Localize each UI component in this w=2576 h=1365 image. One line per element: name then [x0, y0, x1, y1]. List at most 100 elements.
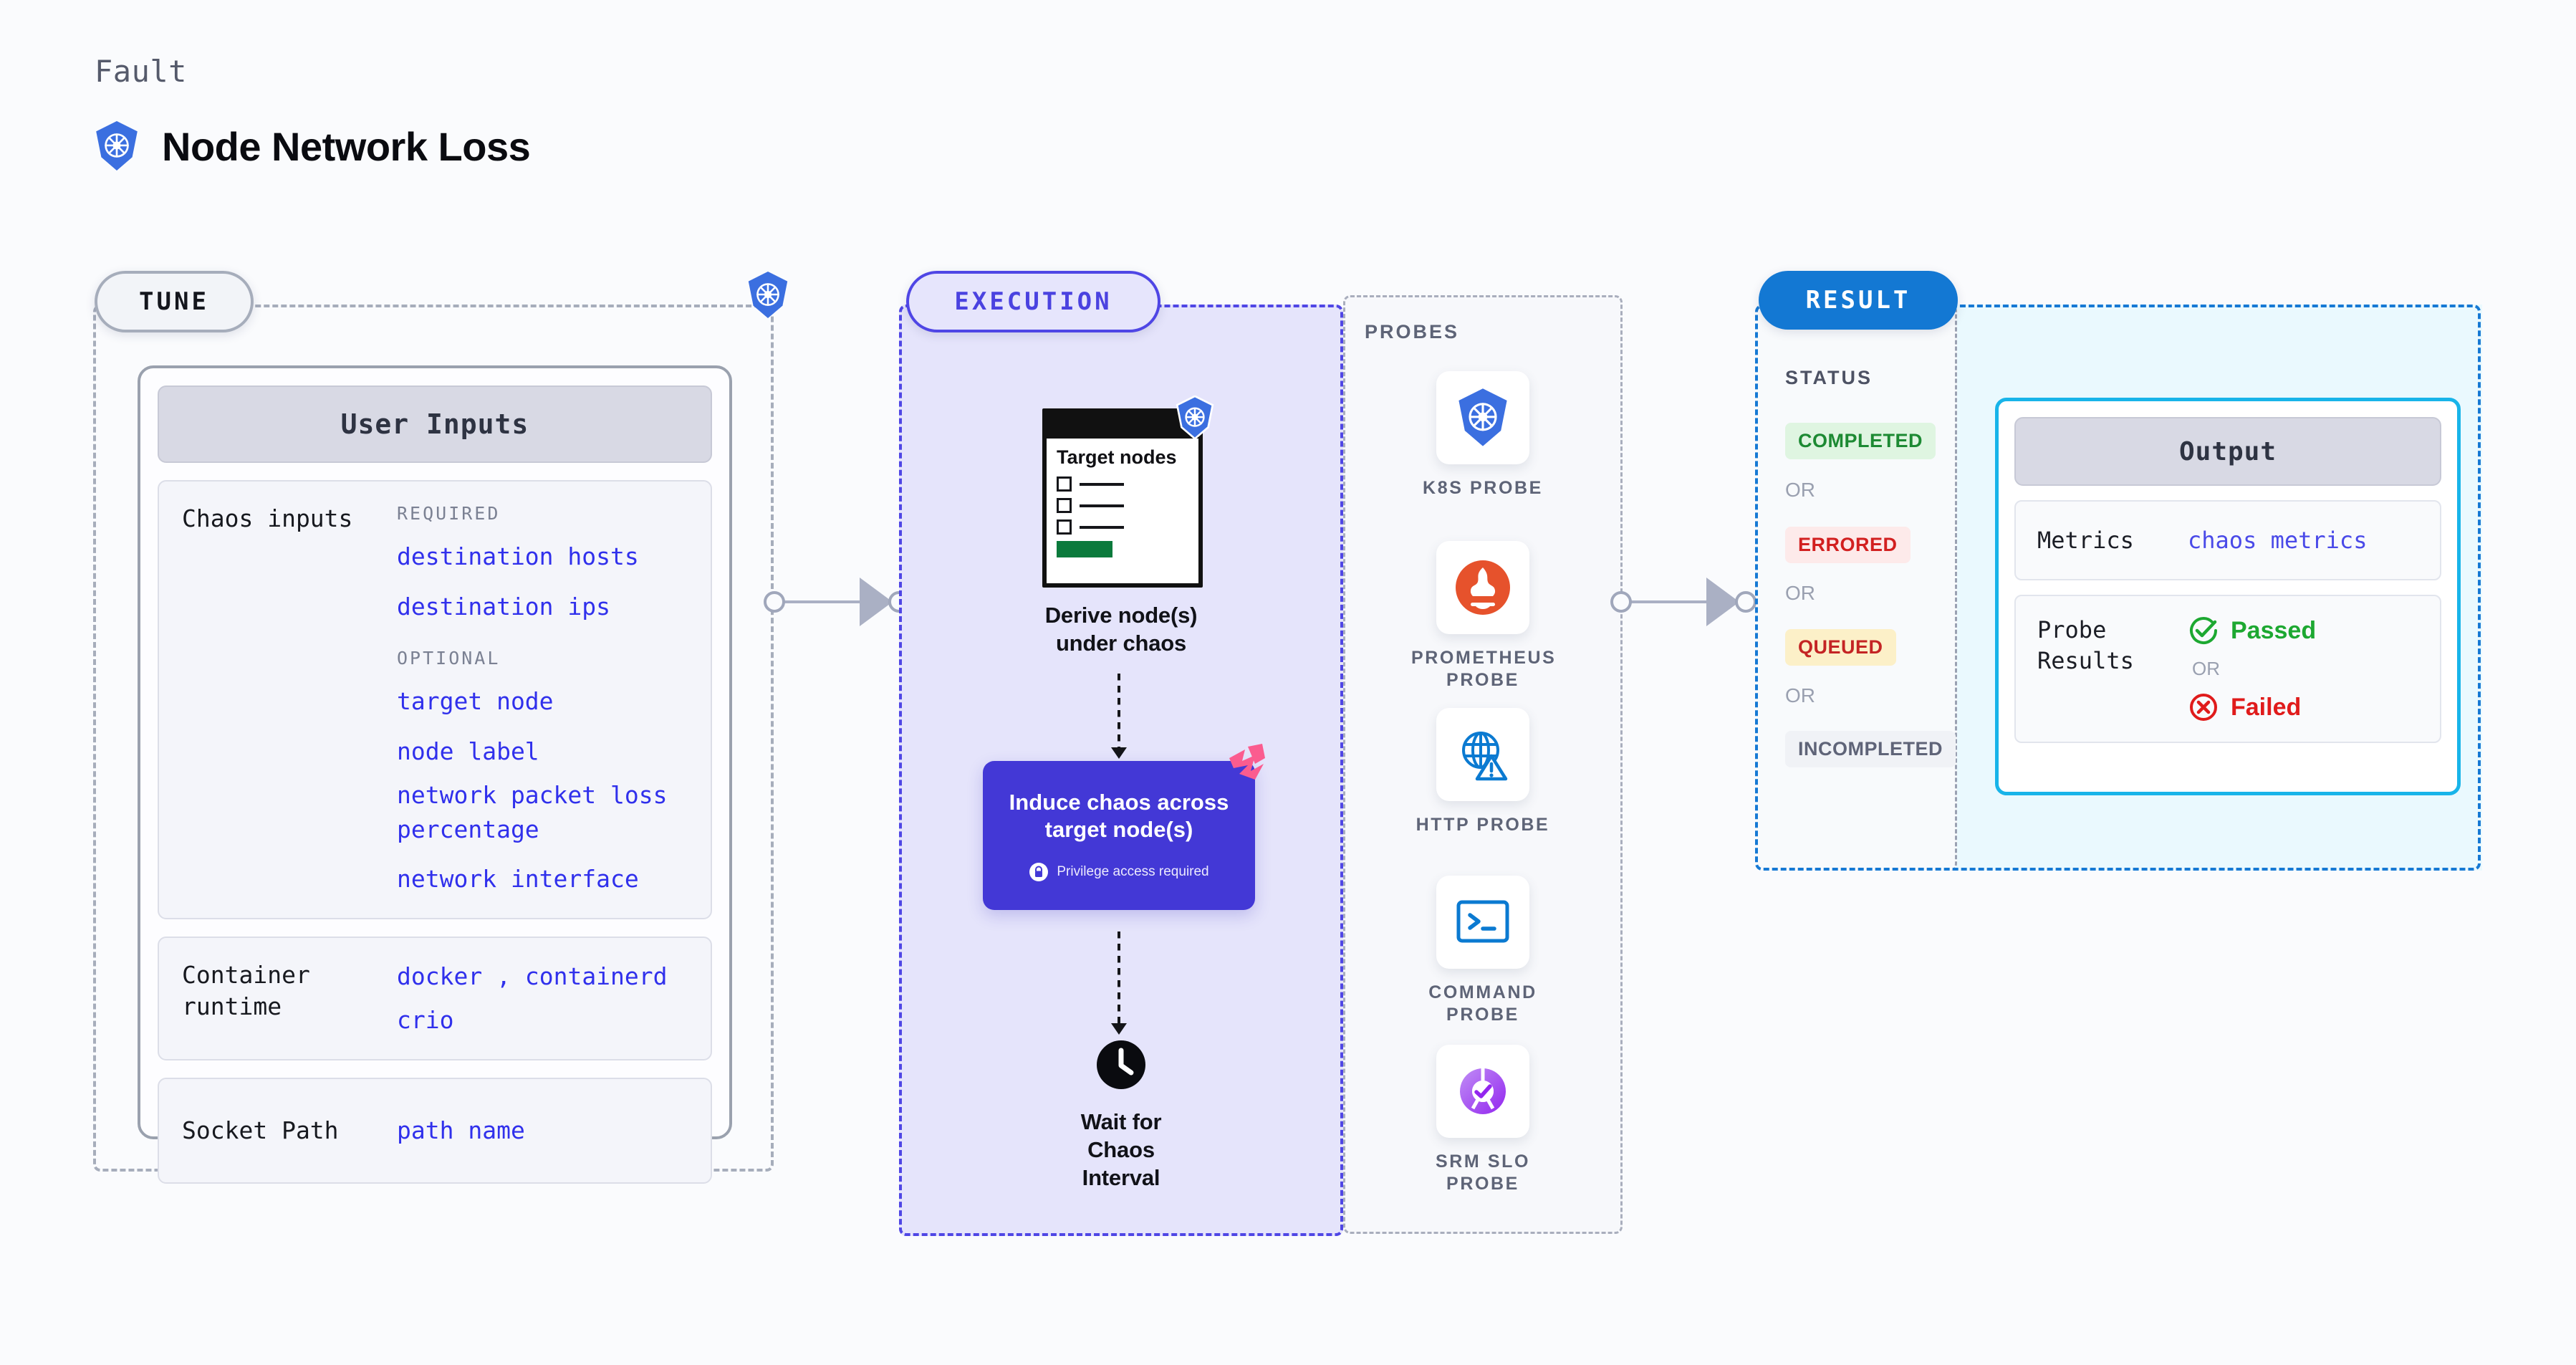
probe-k8s[interactable]: K8S PROBE	[1411, 371, 1554, 499]
placeholder-line	[1080, 525, 1124, 529]
probe-tile	[1436, 541, 1529, 634]
probes-title: PROBES	[1365, 321, 1460, 343]
user-inputs-card: User Inputs Chaos inputs REQUIRED destin…	[138, 365, 732, 1184]
status-or-1: OR	[1785, 479, 1815, 501]
probe-tile	[1436, 371, 1529, 464]
failed-label: Failed	[2231, 693, 2302, 721]
connector-dot-start-1	[764, 591, 785, 613]
kubernetes-border-icon	[748, 271, 788, 319]
container-runtime-row: Container runtime docker , containerd cr…	[158, 936, 712, 1060]
target-nodes-card: Target nodes	[1042, 396, 1214, 588]
runtime-docker[interactable]: docker	[397, 962, 483, 990]
flow-arrow-1	[1111, 674, 1127, 759]
page-title: Node Network Loss	[162, 123, 531, 169]
placeholder-line	[1080, 504, 1124, 507]
output-card: Output Metrics chaos metrics Probe Resul…	[1995, 398, 2461, 795]
probe-command[interactable]: COMMAND PROBE	[1411, 876, 1554, 1027]
socket-path-value[interactable]: path name	[397, 1116, 525, 1144]
privilege-note-text: Privilege access required	[1057, 863, 1209, 879]
probe-srm-slo[interactable]: SRM SLO PROBE	[1411, 1045, 1554, 1196]
probe-result-or: OR	[2192, 658, 2220, 679]
placeholder-line	[1080, 482, 1124, 486]
probe-tile	[1436, 708, 1529, 801]
input-destination-hosts[interactable]: destination hosts	[397, 542, 639, 570]
target-checkbox-row	[1057, 498, 1188, 514]
check-circle-icon	[2190, 617, 2217, 645]
optional-tag: OPTIONAL	[397, 648, 501, 669]
kubernetes-icon	[1458, 388, 1507, 446]
flow-arrow-2	[1111, 931, 1127, 1035]
probe-label: SRM SLO PROBE	[1435, 1151, 1531, 1194]
kubernetes-logo-icon	[96, 121, 138, 171]
kubernetes-badge-icon	[1176, 396, 1214, 440]
induce-chaos-title: Induce chaos across target node(s)	[1009, 790, 1229, 842]
socket-path-values: path name	[397, 1113, 688, 1148]
probe-prometheus[interactable]: PROMETHEUS PROBE	[1411, 541, 1554, 692]
result-badge[interactable]: RESULT	[1759, 271, 1958, 330]
status-badge-completed: COMPLETED	[1785, 423, 1936, 459]
metrics-value[interactable]: chaos metrics	[2188, 527, 2368, 554]
target-card-title: Target nodes	[1057, 446, 1177, 468]
probe-result-passed: Passed	[2188, 615, 2316, 646]
derive-nodes-node: Target nodes Derive node(s) under chaos	[1042, 396, 1214, 658]
connector-tune-execution	[775, 600, 897, 603]
chaos-inputs-label: Chaos inputs	[182, 504, 353, 532]
input-target-node[interactable]: target node	[397, 687, 554, 716]
checkbox-icon	[1057, 519, 1072, 535]
target-card-titlebar	[1047, 413, 1198, 439]
runtime-crio[interactable]: crio	[397, 1006, 454, 1035]
flow-arrow-head	[1111, 747, 1127, 759]
target-checkbox-row	[1057, 519, 1188, 535]
probe-result-failed: Failed	[2188, 691, 2316, 723]
connector-arrowhead-2	[1706, 578, 1739, 626]
probe-tile	[1436, 1045, 1529, 1138]
status-badge-errored: ERRORED	[1785, 527, 1911, 563]
metrics-row: Metrics chaos metrics	[2014, 500, 2441, 580]
probe-results-label: Probe Results	[2037, 616, 2134, 674]
input-network-interface[interactable]: network interface	[397, 865, 639, 894]
target-card-body: Target nodes	[1047, 439, 1198, 566]
socket-path-row: Socket Path path name	[158, 1077, 712, 1184]
connector-dot-end-2	[1735, 591, 1756, 613]
status-subpanel	[1756, 305, 1957, 871]
container-runtime-label: Container runtime	[182, 960, 310, 1020]
clock-icon	[1097, 1040, 1145, 1089]
page-title-row: Node Network Loss	[93, 120, 531, 172]
status-badge-queued: QUEUED	[1785, 629, 1896, 666]
probe-results-row: Probe Results Passed OR Failed	[2014, 595, 2441, 743]
output-title: Output	[2014, 417, 2441, 486]
tune-badge[interactable]: TUNE	[95, 271, 254, 332]
green-status-bar	[1057, 541, 1112, 558]
prometheus-icon	[1456, 560, 1510, 615]
status-title: STATUS	[1785, 367, 1873, 388]
flow-arrow-line	[1118, 931, 1120, 1025]
container-runtime-values: docker , containerd crio	[397, 959, 688, 1038]
probe-tile	[1436, 876, 1529, 969]
input-network-packet-loss-percentage[interactable]: network packet loss percentage	[397, 781, 668, 843]
harness-corner-icon	[1229, 744, 1265, 780]
status-badge-incompleted: INCOMPLETED	[1785, 731, 1956, 767]
flow-arrow-line	[1118, 674, 1120, 749]
user-inputs-title: User Inputs	[158, 385, 712, 463]
runtime-containerd[interactable]: containerd	[524, 962, 668, 990]
derive-nodes-caption: Derive node(s) under chaos	[1044, 603, 1198, 656]
status-or-3: OR	[1785, 684, 1815, 707]
required-tag: REQUIRED	[397, 503, 501, 524]
metrics-label: Metrics	[2037, 526, 2134, 554]
socket-path-label: Socket Path	[182, 1116, 339, 1144]
checkbox-icon	[1057, 476, 1072, 492]
connector-execution-result	[1622, 600, 1744, 603]
runtime-comma: ,	[496, 962, 511, 990]
execution-badge[interactable]: EXECUTION	[906, 271, 1160, 332]
page-eyebrow: Fault	[95, 54, 187, 89]
x-circle-icon	[2190, 694, 2217, 721]
induce-chaos-node[interactable]: Induce chaos across target node(s) Privi…	[983, 744, 1265, 910]
probe-label: COMMAND PROBE	[1428, 982, 1537, 1025]
probe-results-values: Passed OR Failed	[2188, 615, 2316, 723]
probe-http[interactable]: HTTP PROBE	[1411, 708, 1554, 836]
input-node-label[interactable]: node label	[397, 737, 539, 765]
input-destination-ips[interactable]: destination ips	[397, 592, 611, 621]
lock-icon	[1029, 862, 1049, 881]
runtime-first-line: docker , containerd	[397, 959, 688, 994]
